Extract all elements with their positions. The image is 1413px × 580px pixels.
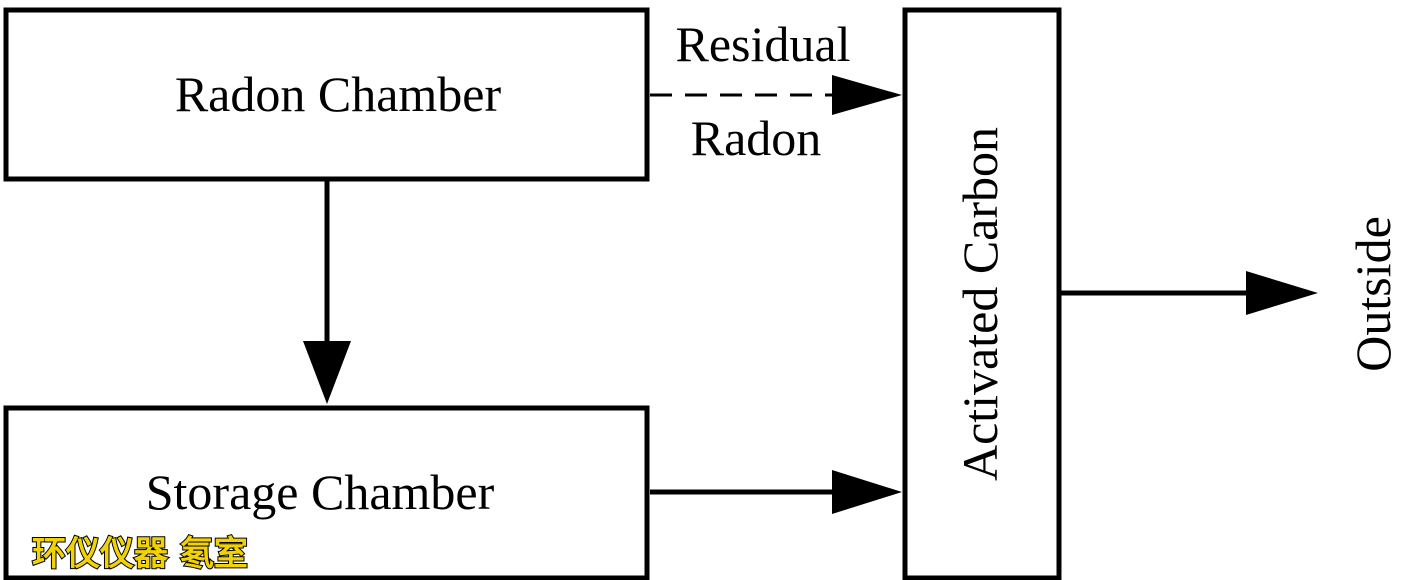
radon-label: Radon [691, 110, 822, 166]
activated-carbon-label: Activated Carbon [952, 127, 1008, 481]
residual-radon-arrowhead [832, 75, 902, 115]
radon-chamber-label: Radon Chamber [175, 66, 502, 122]
carbon-to-outside-arrowhead [1246, 271, 1318, 315]
radon-to-storage-arrowhead [303, 341, 351, 404]
outside-label: Outside [1345, 216, 1401, 372]
residual-label: Residual [676, 16, 851, 72]
watermark: 环仪仪器 氡室 [32, 534, 248, 574]
storage-chamber-label: Storage Chamber [146, 464, 495, 520]
radon-chamber-box [3, 7, 650, 182]
activated-carbon-box [902, 7, 1062, 580]
storage-chamber-box [3, 405, 650, 580]
storage-to-carbon-arrowhead [832, 470, 902, 514]
